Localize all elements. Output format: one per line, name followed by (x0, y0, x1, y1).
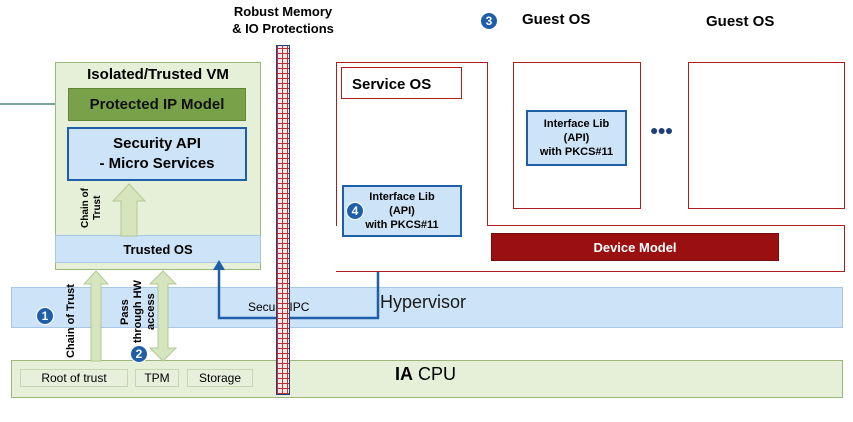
badge-3: 3 (480, 12, 498, 30)
cpu-label: IA CPU (395, 364, 457, 384)
ellipsis-icon: ●●● (650, 122, 673, 138)
trusted-os-box: Trusted OS (55, 235, 261, 263)
tpm-box: TPM (135, 369, 179, 387)
root-of-trust-box: Root of trust (20, 369, 128, 387)
inner-chain-label: Chain of Trust (80, 188, 103, 228)
badge-2: 2 (130, 345, 148, 363)
badge-1: 1 (36, 307, 54, 325)
badge-4: 4 (346, 202, 364, 220)
memory-protection-column (276, 45, 290, 395)
guest-os-title-2: Guest OS (706, 13, 775, 30)
pass-through-arrow (148, 270, 178, 362)
trusted-vm-title: Isolated/Trusted VM (87, 65, 229, 83)
inner-chain-arrow (111, 183, 147, 237)
guest-os-box-2 (688, 62, 845, 209)
service-os-title-box: Service OS (341, 67, 462, 99)
memory-protection-label: Robust Memory & IO Protections (232, 4, 334, 36)
hypervisor-label: Hypervisor (380, 292, 467, 312)
protected-ip-model: Protected IP Model (68, 88, 246, 121)
outer-chain-label: Chain of Trust (65, 284, 77, 358)
device-model-box: Device Model (491, 233, 779, 261)
guest-os-title-1: Guest OS (522, 11, 591, 28)
security-api-box: Security API - Micro Services (67, 127, 247, 181)
hypervisor-bar (11, 287, 843, 328)
storage-box: Storage (187, 369, 253, 387)
pass-through-label: Pass through HW access (119, 280, 157, 344)
outer-chain-arrow (83, 270, 109, 362)
guest-os-interface-lib: Interface Lib (API) with PKCS#11 (526, 110, 627, 166)
